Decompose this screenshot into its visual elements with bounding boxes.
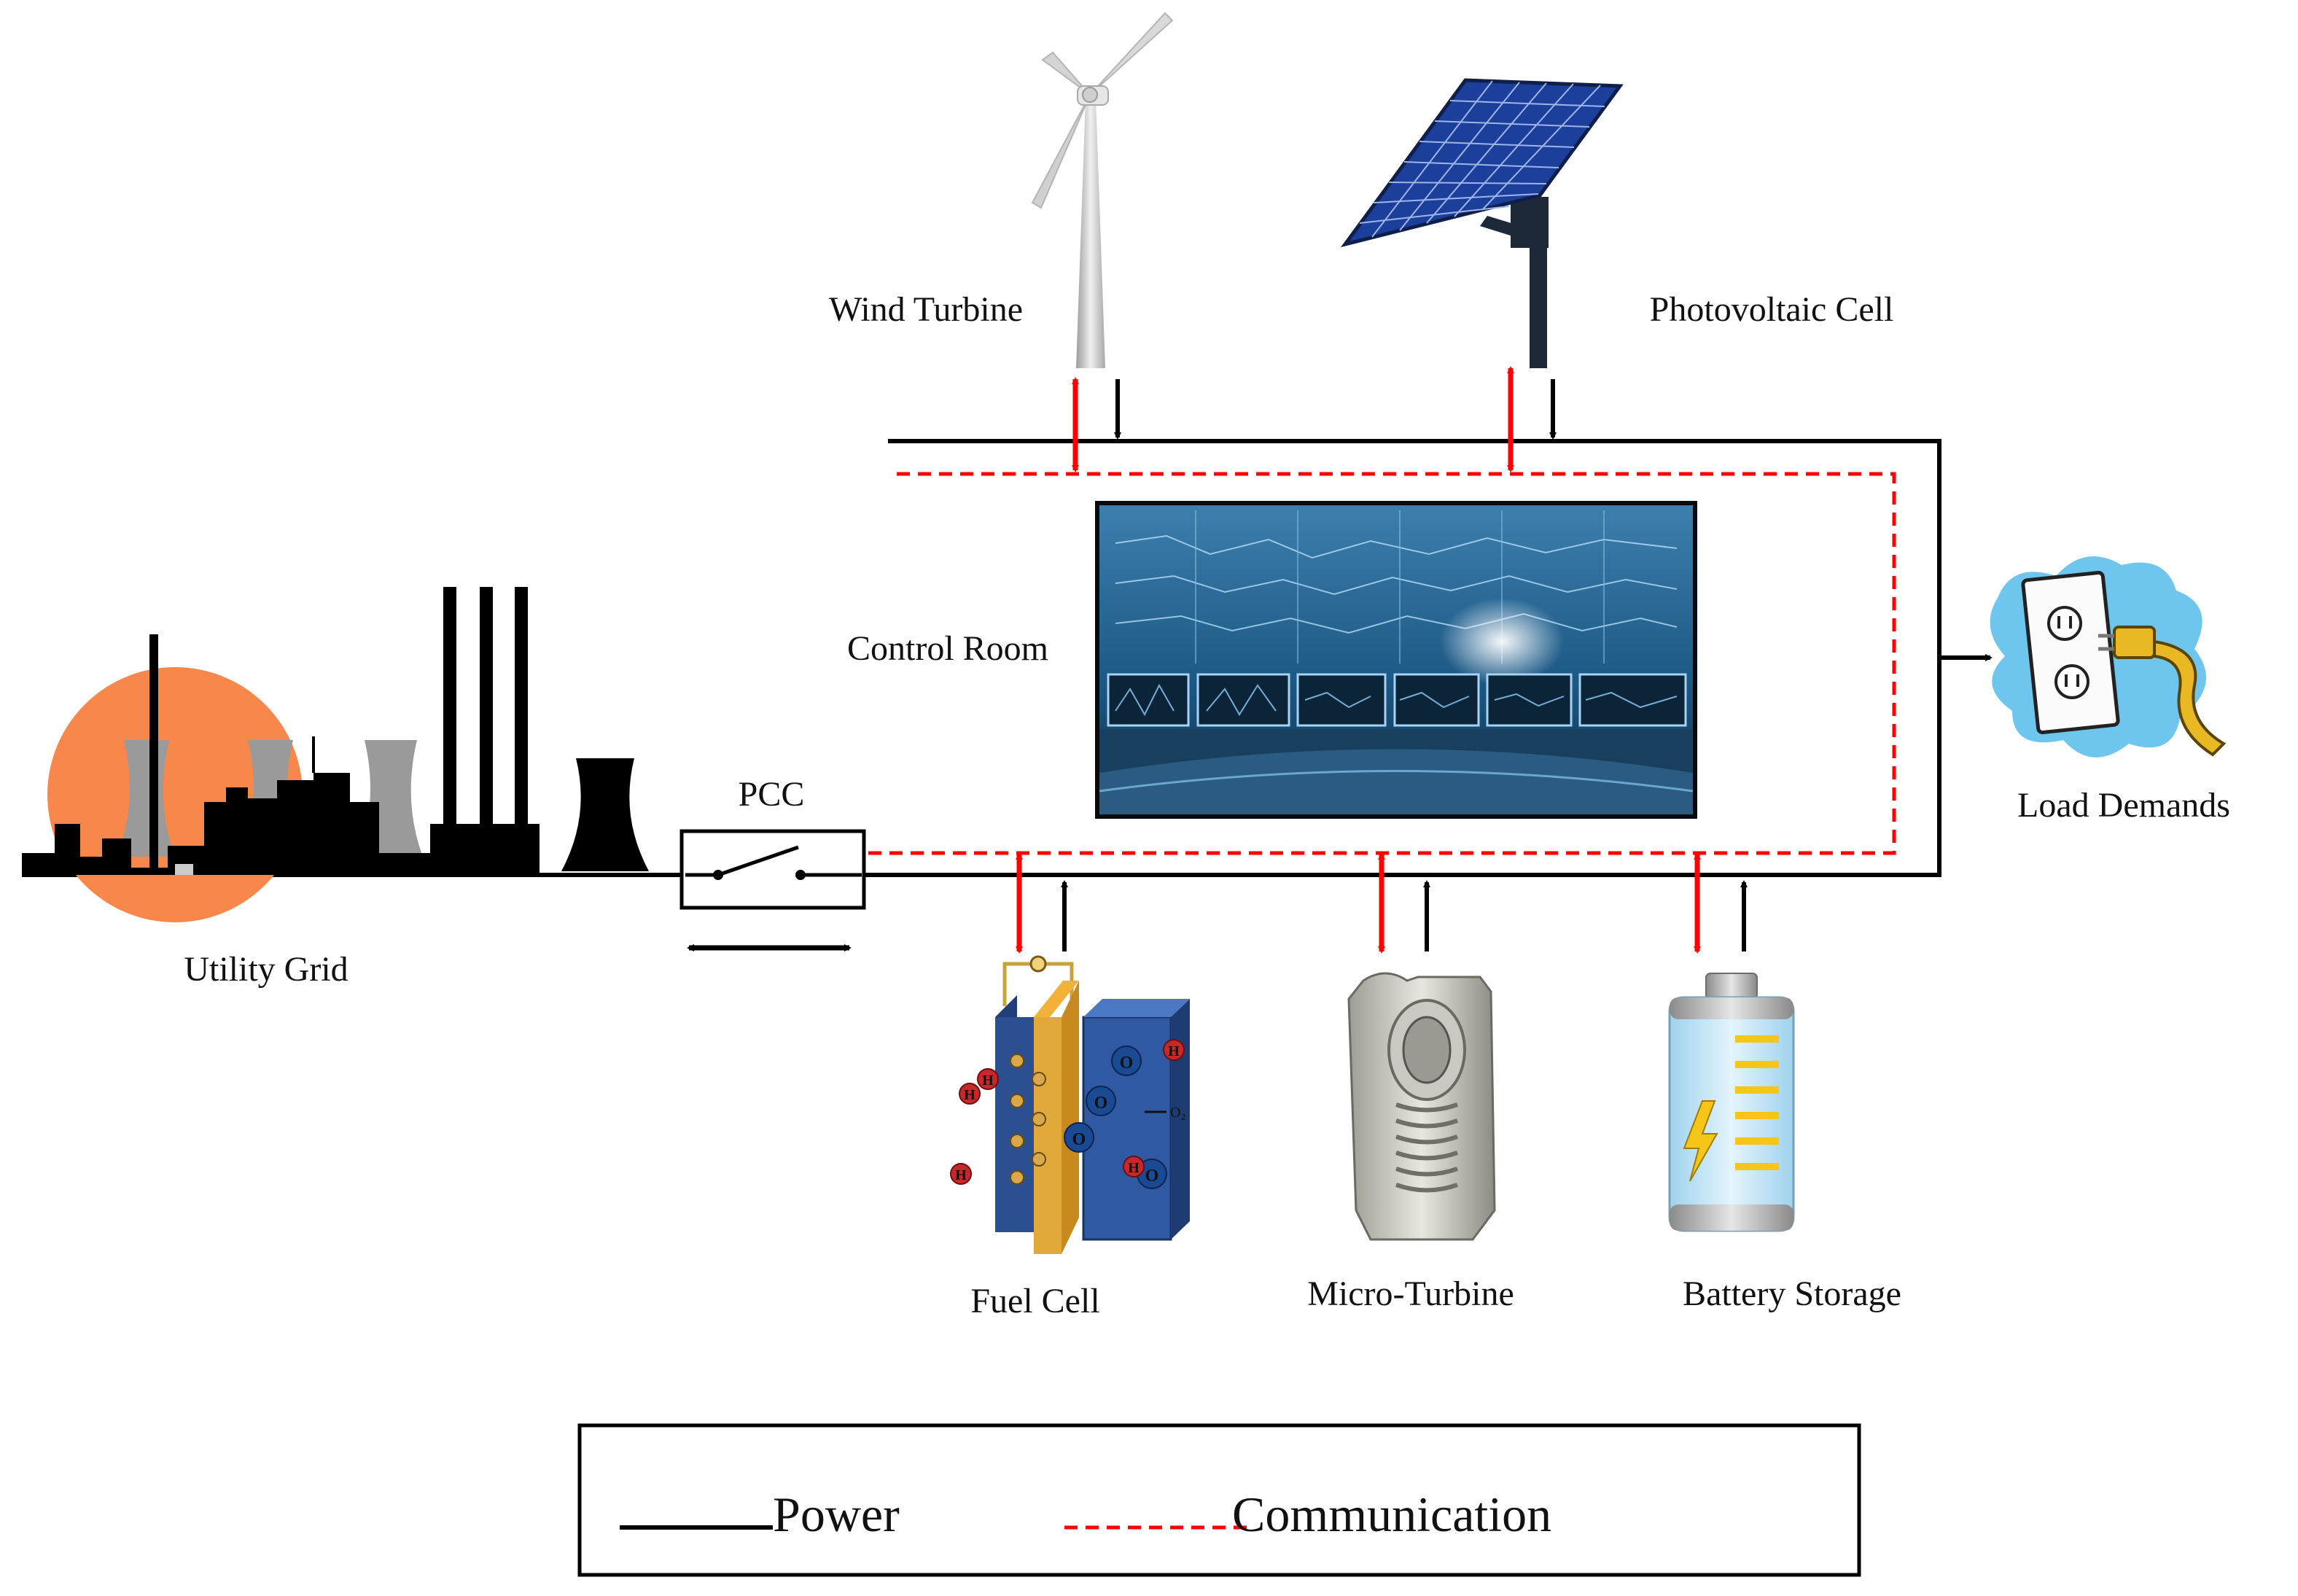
oxygen-molecule-mark: O₂ xyxy=(1170,1105,1185,1121)
oxygen-atom-mark: O xyxy=(1145,1167,1159,1186)
photovoltaic-cell-label: Photovoltaic Cell xyxy=(1650,290,1894,329)
fuel-cell-label: Fuel Cell xyxy=(970,1282,1099,1320)
fuel-cell-icon: O O O O H H H H H O₂ xyxy=(950,955,1190,1254)
wind-turbine-icon xyxy=(1031,12,1174,368)
pcc-switch xyxy=(679,829,866,910)
micro-turbine-icon xyxy=(1347,972,1496,1241)
hydrogen-atom-mark: H xyxy=(964,1087,975,1103)
battery-storage-icon xyxy=(1668,973,1795,1232)
oxygen-atom-mark: O xyxy=(1094,1094,1108,1113)
hydrogen-atom-mark: H xyxy=(955,1167,967,1183)
hydrogen-atom-mark: H xyxy=(1168,1043,1180,1059)
load-demands-icon xyxy=(1990,556,2227,758)
legend: Power Communication xyxy=(577,1423,1861,1577)
oxygen-atom-mark: O xyxy=(1072,1130,1086,1149)
legend-power-label: Power xyxy=(773,1487,900,1542)
load-demands-label: Load Demands xyxy=(2017,786,2230,825)
utility-grid-icon xyxy=(22,587,649,922)
control-room-label: Control Room xyxy=(847,629,1048,668)
battery-storage-label: Battery Storage xyxy=(1683,1274,1901,1313)
legend-communication-label: Communication xyxy=(1232,1487,1551,1542)
control-room-image xyxy=(1095,501,1697,819)
hydrogen-atom-mark: H xyxy=(1128,1160,1140,1176)
oxygen-atom-mark: O xyxy=(1120,1054,1134,1073)
utility-grid-label: Utility Grid xyxy=(184,950,348,989)
micro-turbine-label: Micro-Turbine xyxy=(1307,1274,1514,1313)
wind-turbine-label: Wind Turbine xyxy=(829,290,1023,329)
solar-panel-icon xyxy=(1340,78,1624,368)
hydrogen-atom-mark: H xyxy=(982,1073,994,1089)
pcc-label: PCC xyxy=(739,775,805,814)
